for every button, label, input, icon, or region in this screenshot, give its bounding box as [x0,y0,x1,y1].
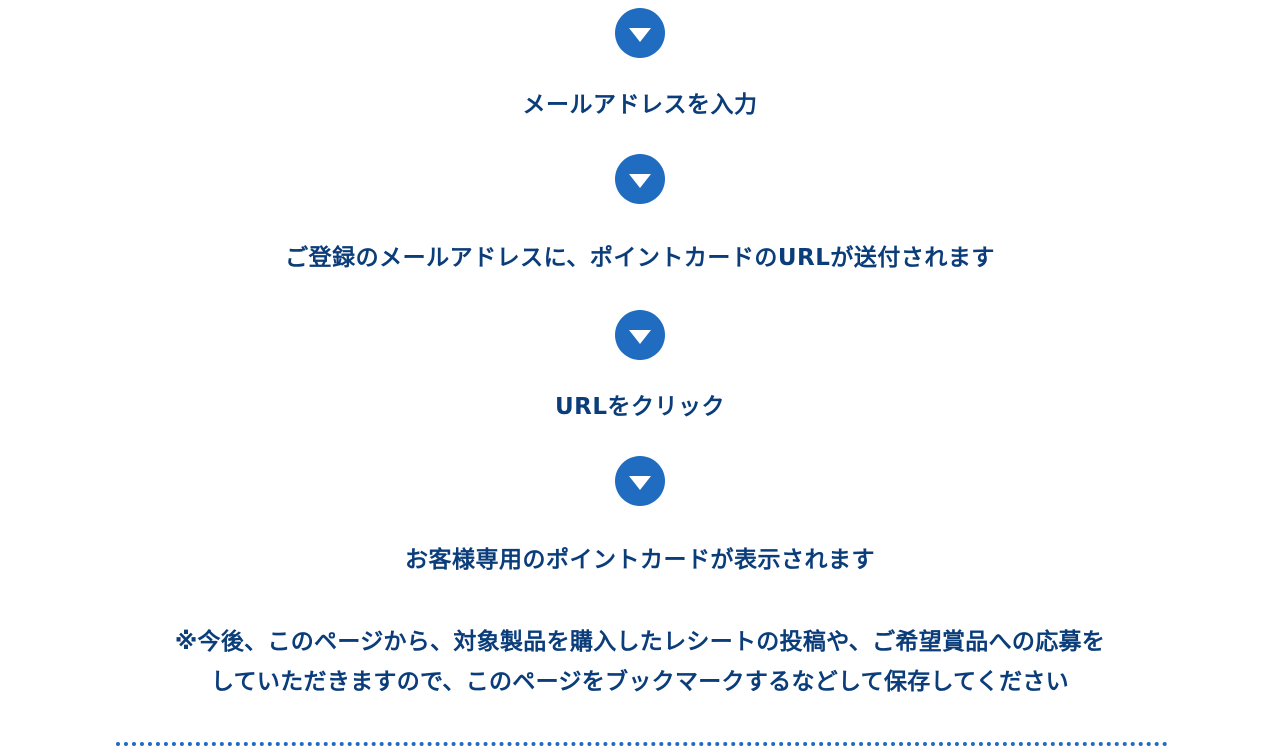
step-url-sent: ご登録のメールアドレスに、ポイントカードのURLが送付されます [285,245,995,271]
step-card-displayed: お客様専用のポイントカードが表示されます [405,547,875,573]
bookmark-note-line-1: ※今後、このページから、対象製品を購入したレシートの投稿や、ご希望賞品への応募を [174,629,1106,655]
down-arrow-icon [615,456,665,506]
step-click-url: URLをクリック [554,394,726,420]
down-arrow-icon [615,154,665,204]
bookmark-note-line-2: していただきますので、このページをブックマークするなどして保存してください [211,669,1069,695]
bookmark-note: ※今後、このページから、対象製品を購入したレシートの投稿や、ご希望賞品への応募を… [0,622,1280,702]
step-enter-email: メールアドレスを入力 [522,92,758,118]
down-arrow-icon [615,8,665,58]
down-arrow-icon [615,310,665,360]
dotted-divider [116,742,1168,746]
